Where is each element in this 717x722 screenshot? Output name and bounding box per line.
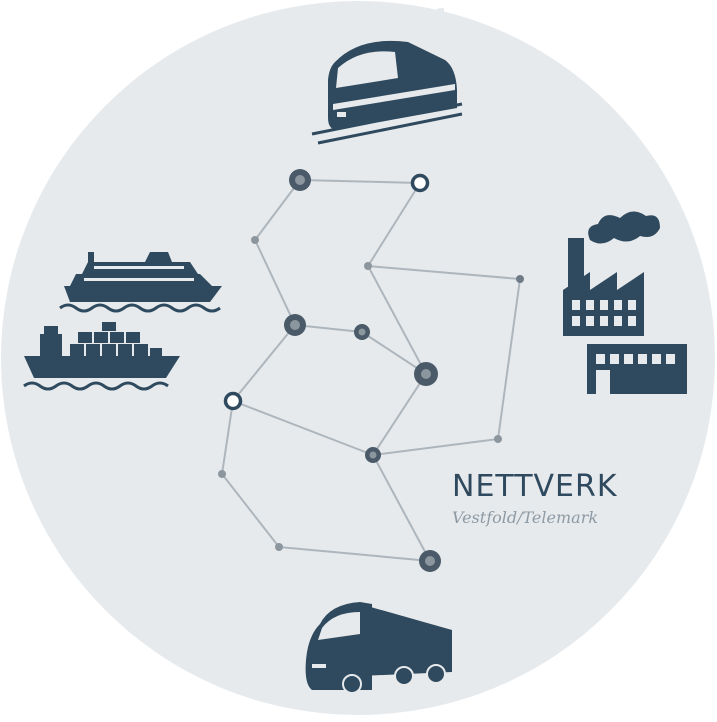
network-node <box>365 447 381 463</box>
edge <box>361 331 427 375</box>
network-node <box>251 236 259 244</box>
network-node <box>414 362 438 386</box>
network-edges <box>221 179 521 562</box>
train-icon <box>311 7 463 145</box>
edge <box>278 546 431 562</box>
cargo-ship-icon <box>23 322 180 391</box>
edge <box>299 179 421 184</box>
edge <box>221 473 280 548</box>
edge <box>294 324 363 333</box>
factory-icon <box>563 211 660 336</box>
diagram-subtitle: Vestfold/Telemark <box>452 508 599 527</box>
edge <box>232 400 374 456</box>
truck-icon <box>305 602 452 694</box>
network-node <box>218 470 226 478</box>
network-node <box>410 173 430 193</box>
warehouse-icon <box>587 344 687 394</box>
edge <box>232 324 296 402</box>
diagram-title: NETTVERK <box>452 469 618 504</box>
edge <box>372 373 427 456</box>
cruise-ship-icon <box>59 252 222 313</box>
edge <box>221 400 234 475</box>
edge <box>367 182 421 267</box>
network-node <box>494 435 502 443</box>
network-node <box>275 543 283 551</box>
edge <box>497 278 521 440</box>
network-node <box>516 275 524 283</box>
network-node <box>284 314 306 336</box>
network-node <box>289 169 311 191</box>
network-node <box>223 391 243 411</box>
network-node <box>419 550 441 572</box>
network-nodes <box>218 169 524 572</box>
edge <box>372 454 431 562</box>
edge <box>367 265 427 375</box>
network-node <box>354 324 370 340</box>
network-node <box>364 262 372 270</box>
edge <box>254 239 296 326</box>
edge <box>372 438 499 456</box>
edge <box>367 265 521 280</box>
edge <box>254 179 301 241</box>
